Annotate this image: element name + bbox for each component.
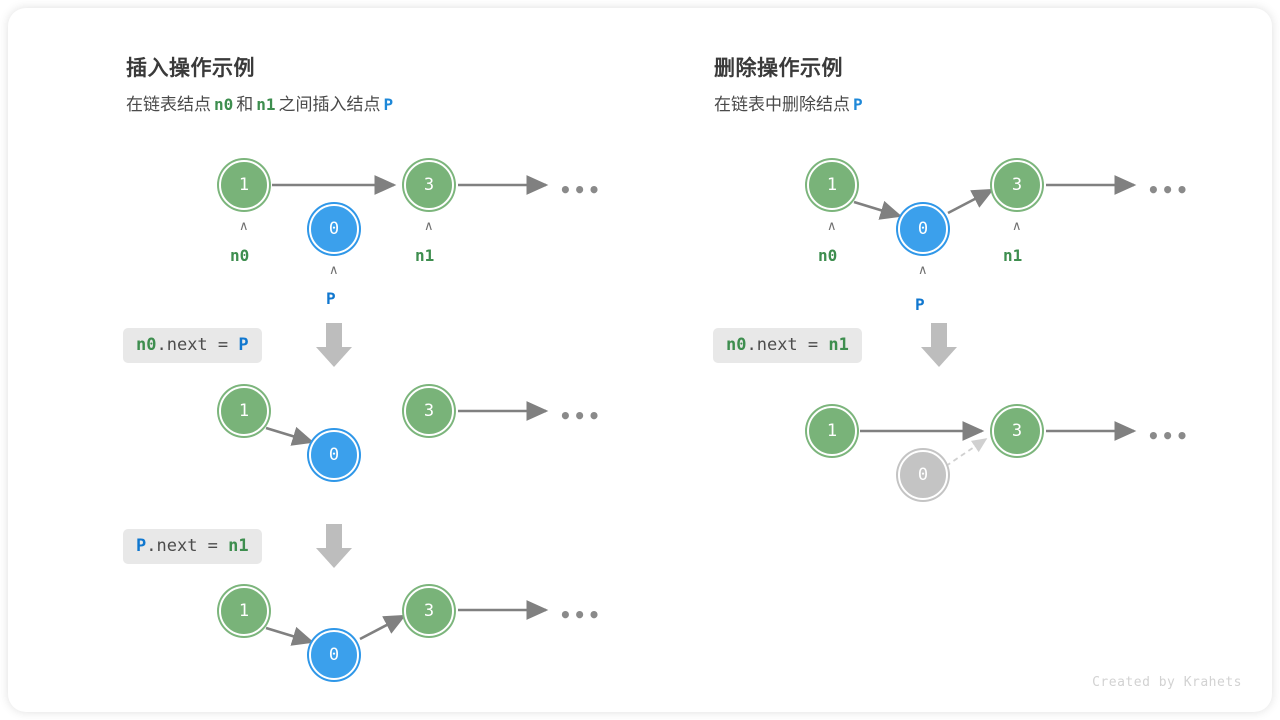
node-0-deleted: 0	[898, 450, 948, 500]
node-1: 1	[807, 160, 857, 210]
code-mid: .next =	[146, 536, 229, 556]
subtitle-ref-p: P	[853, 95, 863, 114]
caret-icon-n1: ∧	[1012, 219, 1022, 234]
pointer-label-n1: n1	[1003, 246, 1023, 265]
ellipsis: •••	[559, 404, 602, 428]
node-0: 0	[309, 430, 359, 480]
node-1: 1	[219, 160, 269, 210]
down-arrow-icon-2	[313, 522, 355, 575]
caret-icon-n1: ∧	[424, 219, 434, 234]
node-1: 1	[807, 406, 857, 456]
credit-footer: Created by Krahets	[1092, 675, 1242, 690]
code-box-insert-step2: P.next = n1	[123, 529, 262, 565]
code-mid: .next =	[156, 335, 239, 355]
code-mid: .next =	[746, 335, 829, 355]
node-3: 3	[992, 160, 1042, 210]
down-arrow-icon-1	[918, 321, 960, 374]
code-box-insert-step1: n0.next = P	[123, 328, 262, 364]
subtitle-ref-n0: n0	[214, 95, 234, 114]
ellipsis: •••	[559, 603, 602, 627]
code-var: P	[136, 536, 147, 556]
node-0: 0	[309, 204, 359, 254]
delete-panel-title: 删除操作示例	[714, 57, 843, 80]
caret-icon-p: ∧	[329, 263, 339, 278]
code-box-delete-step1: n0.next = n1	[713, 328, 862, 364]
pointer-label-p: P	[326, 289, 336, 308]
subtitle-ref-n1: n1	[256, 95, 276, 114]
down-arrow-icon-1	[313, 321, 355, 374]
code-val: P	[238, 335, 249, 355]
subtitle-text-b: 和	[236, 95, 254, 114]
node-3: 3	[404, 160, 454, 210]
pointer-label-n0: n0	[818, 246, 838, 265]
subtitle-text-c: 之间插入结点	[278, 95, 381, 114]
pointer-label-n0: n0	[230, 246, 250, 265]
node-3: 3	[992, 406, 1042, 456]
node-1: 1	[219, 386, 269, 436]
node-3: 3	[404, 386, 454, 436]
node-3: 3	[404, 586, 454, 636]
ellipsis: •••	[1147, 178, 1190, 202]
insert-panel-title: 插入操作示例	[126, 57, 255, 80]
code-val: n1	[228, 536, 249, 556]
node-0: 0	[898, 204, 948, 254]
node-0: 0	[309, 630, 359, 680]
node-1: 1	[219, 586, 269, 636]
caret-icon-p: ∧	[918, 263, 928, 278]
pointer-label-n1: n1	[415, 246, 435, 265]
subtitle-text-a: 在链表中删除结点	[714, 95, 850, 114]
pointer-label-p: P	[915, 295, 925, 314]
code-val: n1	[828, 335, 849, 355]
caret-icon-n0: ∧	[239, 219, 249, 234]
caret-icon-n0: ∧	[827, 219, 837, 234]
ellipsis: •••	[1147, 424, 1190, 448]
subtitle-text-a: 在链表结点	[126, 95, 211, 114]
code-var: n0	[726, 335, 747, 355]
ellipsis: •••	[559, 178, 602, 202]
subtitle-ref-p: P	[383, 95, 394, 114]
code-var: n0	[136, 335, 157, 355]
